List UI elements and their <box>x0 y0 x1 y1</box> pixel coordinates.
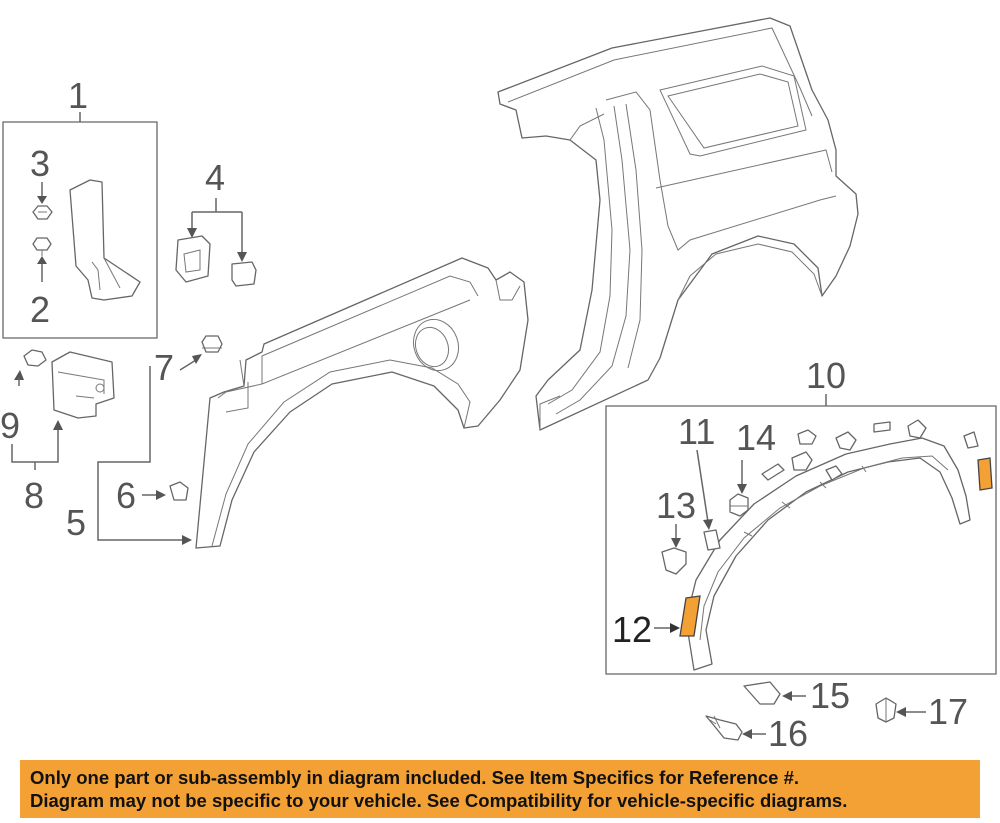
screw-part-16 <box>705 715 743 741</box>
clip-part-15 <box>743 681 781 705</box>
body-side-panel <box>497 17 859 431</box>
quarter-panel-part-5 <box>195 257 529 549</box>
callout-9: 9 <box>0 405 20 446</box>
callout-15: 15 <box>810 675 850 716</box>
wheel-arch-molding <box>685 437 971 671</box>
highlighted-part-12-right <box>977 457 993 491</box>
callout-6: 6 <box>116 475 136 516</box>
callout-5: 5 <box>66 502 86 543</box>
bolt-part-17 <box>875 697 897 723</box>
callout-3: 3 <box>30 143 50 184</box>
cap-part-6 <box>169 481 189 501</box>
highlighted-part-12 <box>679 595 701 637</box>
callout-10: 10 <box>806 355 846 396</box>
callout-17: 17 <box>928 691 968 732</box>
clip-part-13 <box>661 547 687 575</box>
callout-11: 11 <box>678 411 715 452</box>
notice-line-1: Only one part or sub-assembly in diagram… <box>30 767 800 788</box>
clips-group-10 <box>761 419 979 481</box>
notice-banner: Only one part or sub-assembly in diagram… <box>20 760 980 818</box>
callout-13: 13 <box>656 485 696 526</box>
callout-14: 14 <box>736 417 776 458</box>
callout-1: 1 <box>68 75 88 116</box>
clip-part-9 <box>23 349 47 367</box>
callout-2: 2 <box>30 289 50 330</box>
pad-part-8 <box>51 351 115 419</box>
mount-part-4b <box>231 261 257 287</box>
callout-16: 16 <box>768 713 808 754</box>
clip-part-2 <box>32 237 52 256</box>
mount-part-4a <box>175 235 211 283</box>
group-10-frame <box>605 405 997 675</box>
callout-4: 4 <box>205 157 225 198</box>
callout-8: 8 <box>24 475 44 516</box>
clip-part-3 <box>32 205 53 220</box>
clip-part-14 <box>729 493 749 517</box>
notice-line-2: Diagram may not be specific to your vehi… <box>30 790 848 811</box>
callout-12: 12 <box>612 609 652 650</box>
bracket-part-1 <box>69 179 141 301</box>
clip-part-7 <box>201 335 223 353</box>
pad-part-11 <box>703 529 721 551</box>
callout-7: 7 <box>154 347 174 388</box>
